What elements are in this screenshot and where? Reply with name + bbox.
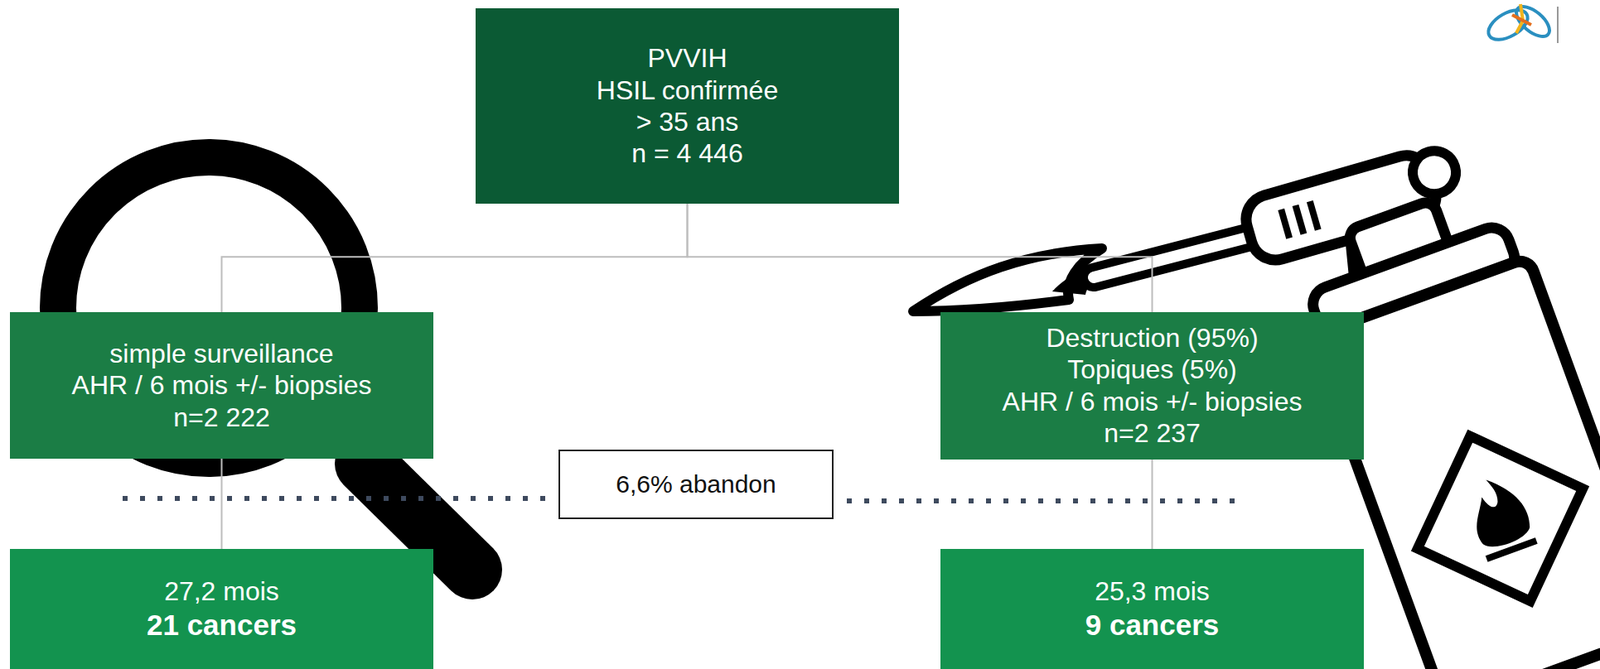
node-text: n = 4 446 xyxy=(631,137,743,170)
node-text: 27,2 mois xyxy=(164,575,280,608)
node-text: AHR / 6 mois +/- biopsies xyxy=(1002,386,1303,418)
node-text: 9 cancers xyxy=(1085,608,1220,643)
node-text: 25,3 mois xyxy=(1094,575,1210,608)
node-text: HSIL confirmée xyxy=(596,74,779,107)
node-text: AHR / 6 mois +/- biopsies xyxy=(72,369,373,402)
connector xyxy=(687,203,1153,313)
node-text: PVVIH xyxy=(647,42,727,74)
connector xyxy=(1151,459,1154,550)
node-text: Destruction (95%) xyxy=(1045,322,1258,354)
connector xyxy=(221,459,223,550)
note-box: 6,6% abandon xyxy=(558,449,834,520)
result-box: 27,2 mois21 cancers xyxy=(9,549,434,669)
connector xyxy=(222,203,688,313)
node-text: simple surveillance xyxy=(109,338,334,370)
node-text: n=2 237 xyxy=(1103,417,1201,450)
branch-box: Destruction (95%)Topiques (5%)AHR / 6 mo… xyxy=(940,312,1364,460)
node-text: > 35 ans xyxy=(636,106,740,138)
logo-icon xyxy=(1483,0,1558,46)
node-text: 6,6% abandon xyxy=(615,469,777,500)
node-text: 21 cancers xyxy=(146,608,297,643)
root-box: PVVIHHSIL confirmée> 35 ansn = 4 446 xyxy=(475,8,900,204)
result-box: 25,3 mois9 cancers xyxy=(940,549,1364,669)
branch-box: simple surveillanceAHR / 6 mois +/- biop… xyxy=(9,312,434,460)
node-text: Topiques (5%) xyxy=(1067,353,1238,386)
blowtorch-icon xyxy=(913,142,1600,669)
node-text: n=2 222 xyxy=(173,401,271,434)
